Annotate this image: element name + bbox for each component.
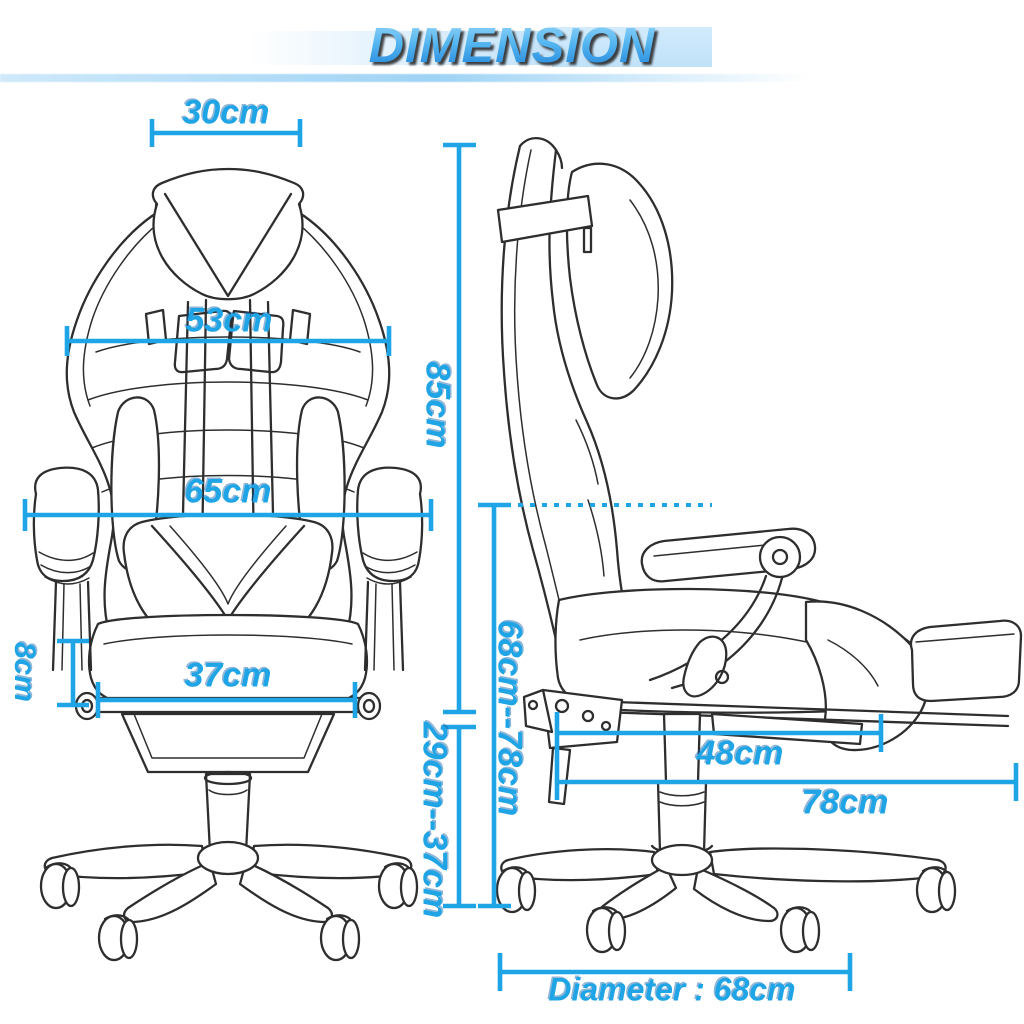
front-armrests (32, 466, 424, 672)
side-headrest-pillow (496, 162, 674, 400)
dim-line-base-diameter (497, 953, 853, 991)
dim-line-seat-top-height-range (478, 502, 712, 909)
dim-label-backrest-width: 53cm (185, 301, 273, 340)
title-band-block (552, 27, 712, 67)
dim-line-depth-with-footrest (557, 763, 1019, 801)
side-base (495, 843, 957, 954)
dim-label-depth-with-footrest: 78cm (801, 783, 889, 822)
dim-label-backrest-height: 85cm (418, 361, 457, 449)
dim-label-headrest-width: 30cm (182, 93, 270, 132)
dim-line-armrest-height (57, 638, 89, 708)
dim-label-seat-depth: 48cm (696, 734, 784, 773)
dim-line-seat-depth (554, 712, 884, 800)
dim-label-seat-top-height-range: 68cm--78cm (490, 619, 529, 817)
dim-line-base-height-range (443, 724, 476, 909)
front-headrest-pillow (151, 167, 305, 374)
dim-label-seat-width: 37cm (184, 656, 272, 695)
dim-label-armrest-span: 65cm (184, 472, 272, 511)
side-view-drawing (495, 137, 1023, 954)
dim-label-base-height-range: 29cm--37cm (415, 721, 454, 919)
title-band-streak (250, 31, 555, 65)
dim-label-base-diameter: Diameter : 68cm (548, 971, 796, 1008)
dim-line-backrest-height (443, 142, 476, 715)
side-armrest (640, 527, 817, 698)
front-base (39, 691, 419, 962)
page-title: DIMENSION (368, 19, 656, 73)
title-underline (0, 74, 880, 82)
dim-line-seat-width (95, 682, 358, 718)
dim-line-armrest-span (22, 499, 434, 531)
dim-label-armrest-height: 8cm (8, 641, 41, 703)
dim-line-headrest-width (149, 119, 303, 147)
dim-line-backrest-width (64, 326, 392, 356)
